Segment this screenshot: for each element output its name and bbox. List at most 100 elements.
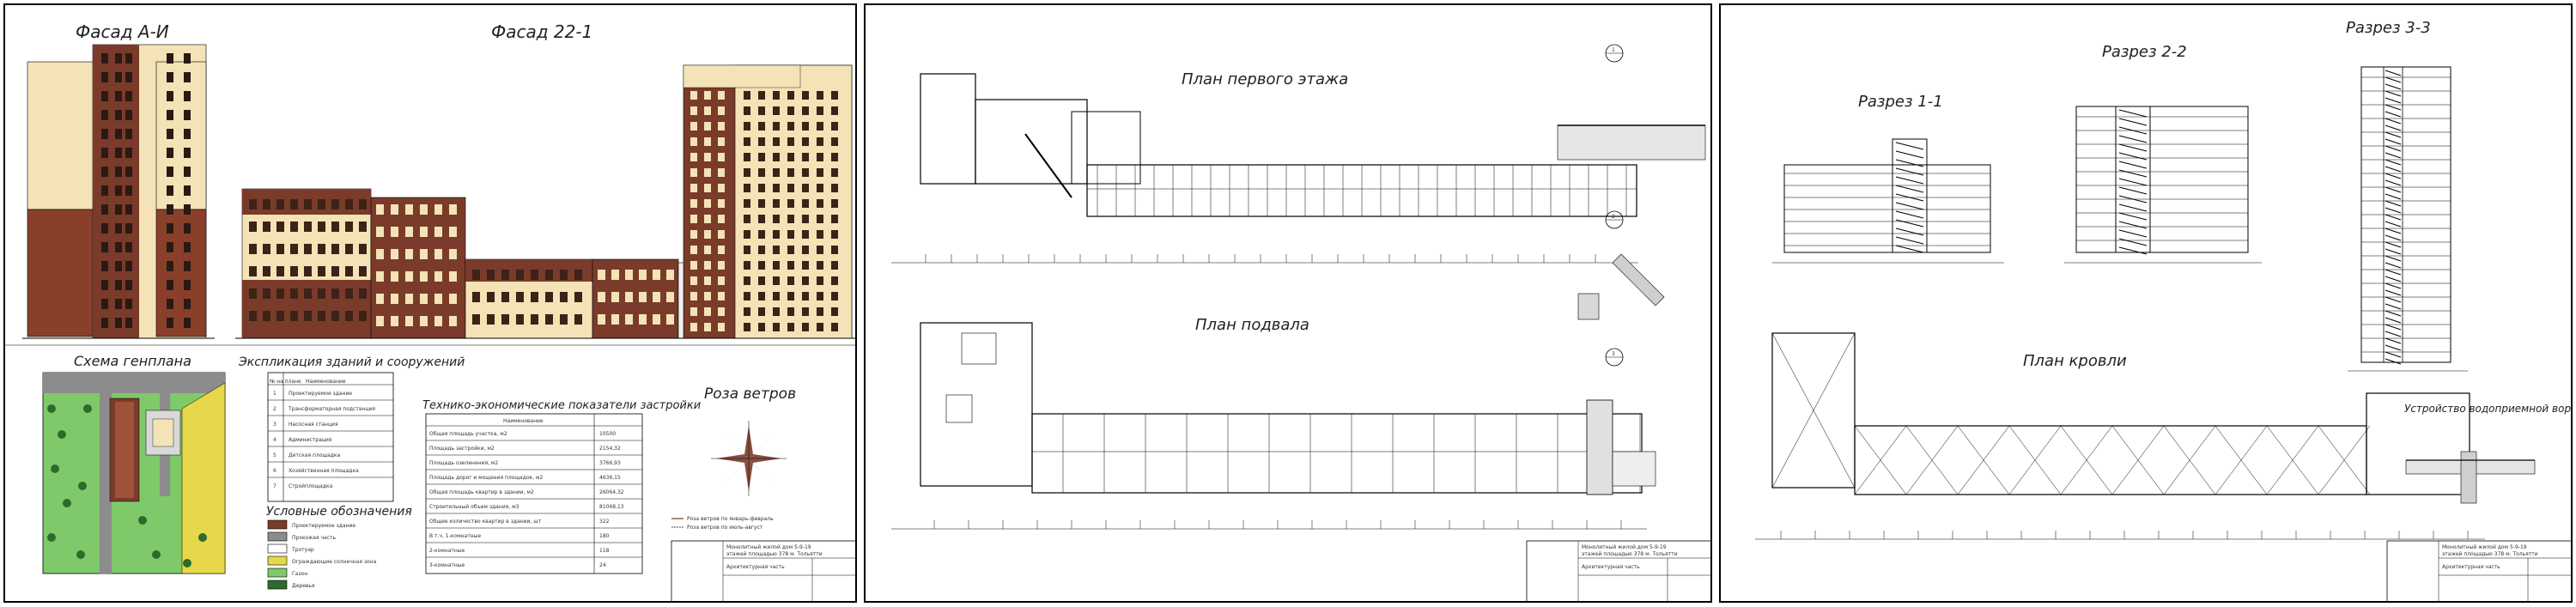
- stamp-line-2: этажей площадью 378 м. Тольятти: [726, 551, 823, 557]
- explication-row-num: 3: [273, 422, 276, 428]
- legend-swatch: [267, 519, 288, 530]
- explication-row-num: 5: [273, 452, 276, 458]
- title-block-2: Монолитный жилой дом 5-9-19 этажей площа…: [1526, 540, 1710, 601]
- tep-row-name: Строительный объем здания, м3: [429, 504, 519, 510]
- node-mark-1: 1: [1612, 47, 1615, 53]
- stamp2-line-2: этажей площадью 378 м. Тольятти: [1582, 551, 1678, 557]
- section-33-title: Разрез 3-3: [2346, 19, 2431, 37]
- explication-header-name: Наименование: [306, 379, 346, 385]
- genplan-title: Схема генплана: [74, 353, 191, 369]
- stamp2-section: Архитектурная часть: [1582, 564, 1640, 570]
- wind-note-1: Роза ветров по январь-февраль: [687, 516, 774, 522]
- legend-label: Тротуар: [291, 547, 314, 553]
- tep-row-value: 118: [599, 548, 610, 554]
- tep-row-name: В т.ч. 1-комнатные: [429, 533, 481, 539]
- stamp-section: Архитектурная часть: [726, 564, 785, 570]
- explication-row-num: 7: [273, 483, 276, 489]
- sheet-sections-roof: Разрез 1-1 Разрез 2-2 Разрез 3-3 План кр…: [1719, 3, 2573, 603]
- tep-row-name: Общая площадь участка, м2: [429, 431, 507, 437]
- legend-swatch: [267, 580, 288, 590]
- legend-label: Проезжая часть: [292, 535, 336, 541]
- section-11-title: Разрез 1-1: [1858, 93, 1943, 111]
- legend-swatch: [267, 555, 288, 566]
- roof-plan-drawing: [1755, 332, 2485, 540]
- explication-header-num: № на плане: [270, 379, 301, 385]
- legend-label: Проектируемое здание: [292, 523, 355, 529]
- tep-row-value: 2154,32: [599, 446, 621, 452]
- first-floor-plan: [891, 73, 1638, 264]
- node-mark-3: 3: [1612, 351, 1615, 357]
- legend-swatch: [267, 568, 288, 578]
- tep-row-value: 180: [599, 533, 610, 539]
- tep-row-name: Общее количество квартир в здании, шт: [429, 519, 542, 525]
- tep-row-name: Площадь озеленения, м2: [429, 460, 498, 466]
- tep-row-value: 10500: [599, 431, 616, 437]
- explication-title: Экспликация зданий и сооружений: [238, 355, 465, 369]
- tep-table: Наименование Общая площадь участка, м2 10…: [425, 413, 643, 574]
- tep-header-name: Наименование: [503, 418, 544, 424]
- explication-row-num: 1: [273, 391, 276, 397]
- sheet-facades-genplan: Фасад А-И Фасад 22-1 Схема генплана: [3, 3, 857, 603]
- plan-first-floor-title: План первого этажа: [1182, 70, 1348, 88]
- explication-row-num: 4: [273, 437, 276, 443]
- sheet3-drawing: Разрез 1-1 Разрез 2-2 Разрез 3-3 План кр…: [1755, 19, 2573, 601]
- legend-swatch: [267, 531, 288, 542]
- section-22-drawing: [2064, 106, 2262, 264]
- tep-row-value: 81068,13: [599, 504, 624, 510]
- tep-row-value: 322: [599, 519, 610, 525]
- section-22-title: Разрез 2-2: [2102, 43, 2187, 61]
- tep-title: Технико-экономические показатели застрой…: [422, 399, 701, 412]
- tep-row-value: 24: [599, 562, 606, 568]
- legend-label: Деревья: [292, 583, 315, 589]
- stamp-line-1: Монолитный жилой дом 5-9-19: [726, 544, 811, 550]
- title-block: Монолитный жилой дом 5-9-19 этажей площа…: [671, 540, 855, 601]
- tep-row-name: Площадь дорог и мощения площадок, м2: [429, 475, 544, 481]
- explication-row-num: 6: [273, 468, 276, 474]
- facade-221-drawing: [235, 64, 855, 339]
- tep-row-value: 4636,15: [599, 475, 621, 481]
- section-33-drawing: [2348, 66, 2468, 372]
- stamp3-line-1: Монолитный жилой дом 5-9-19: [2442, 544, 2527, 550]
- drain-detail: [2405, 451, 2536, 504]
- explication-row-name: Стройплощадка: [289, 483, 333, 489]
- stamp2-line-1: Монолитный жилой дом 5-9-19: [1582, 544, 1667, 550]
- facade-221-title: Фасад 22-1: [491, 21, 592, 42]
- tep-row-name: 2-комнатные: [429, 548, 465, 554]
- legend-swatch: [267, 543, 288, 554]
- tep-row-value: 3766,93: [599, 460, 621, 466]
- explication-row-name: Администрация: [289, 437, 332, 443]
- explication-row-name: Проектируемое здание: [289, 391, 352, 397]
- legend-label: Ограждающие солнечная зона: [292, 559, 377, 565]
- sheet2-drawing: План первого этажа План подвала 1 2 3: [891, 44, 1710, 601]
- explication-row-num: 2: [273, 406, 276, 412]
- drain-title: Устройство водоприемной воронки: [2404, 403, 2573, 415]
- facade-ai-drawing: [22, 44, 215, 339]
- roof-plan-title: План кровли: [2023, 352, 2127, 370]
- tep-row-name: Общая площадь квартир в здании, м2: [429, 489, 534, 495]
- node-details: 1 2 3: [1557, 44, 1706, 495]
- sheet1-drawing: Фасад А-И Фасад 22-1 Схема генплана: [5, 21, 855, 601]
- facade-ai-title: Фасад А-И: [76, 21, 169, 42]
- legend-label: Газон: [292, 571, 307, 577]
- explication-row-name: Трансформаторная подстанция: [288, 406, 375, 412]
- explication-row-name: Хозяйственная площадка: [289, 468, 359, 474]
- tep-row-name: 3-комнатные: [429, 562, 465, 568]
- title-block-3: Монолитный жилой дом 5-9-19 этажей площа…: [2386, 540, 2571, 601]
- plan-basement-title: План подвала: [1195, 316, 1309, 334]
- sheet-plans: План первого этажа План подвала 1 2 3: [864, 3, 1712, 603]
- explication-table: № на плане Наименование 1 Проектируемое з…: [267, 372, 394, 502]
- wind-note-2: Роза ветров по июль-август: [687, 525, 763, 531]
- wind-rose-title: Роза ветров: [704, 385, 796, 403]
- legend-title: Условные обозначения: [266, 505, 412, 519]
- explication-row-name: Детская площадка: [289, 452, 341, 458]
- tep-row-value: 26064,32: [599, 489, 624, 495]
- explication-row-name: Насосная станция: [289, 422, 338, 428]
- stamp3-line-2: этажей площадью 378 м. Тольятти: [2442, 551, 2538, 557]
- wind-rose: [711, 421, 787, 496]
- stamp3-section: Архитектурная часть: [2442, 564, 2500, 570]
- genplan-scheme: [42, 372, 226, 574]
- section-11-drawing: [1772, 138, 2004, 264]
- node-mark-2: 2: [1612, 214, 1615, 220]
- tep-row-name: Площадь застройки, м2: [429, 446, 495, 452]
